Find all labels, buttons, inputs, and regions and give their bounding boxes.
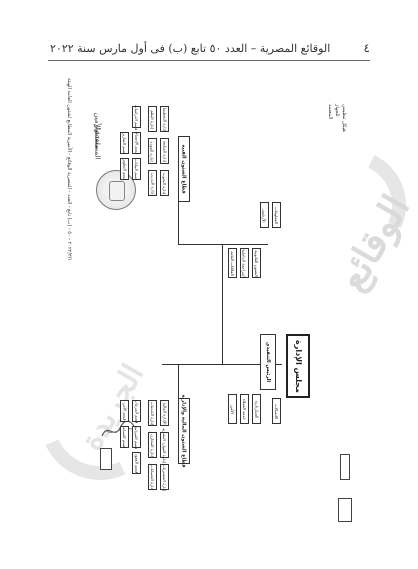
admin-section-node: قسم العقود [132, 452, 141, 474]
node-label: قسم الصيانة [122, 426, 127, 448]
node-label: العلاقات العامة [230, 250, 235, 276]
header-divider [48, 60, 370, 61]
node-label: إدارة التخطيط [162, 107, 167, 131]
node-label: إدارة الخدمات [150, 401, 156, 425]
technical-section-node: قسم التقارير [120, 132, 129, 154]
connector-line [178, 164, 179, 244]
gazette-title: الوقائع المصرية – العدد ٥٠ تابع (ب) فى أ… [50, 41, 331, 55]
connector-line [178, 244, 268, 245]
connector-line [178, 364, 179, 424]
admin-section-node: قسم الصيانة [120, 426, 129, 448]
admin-unit-node: الإدارة المالية [160, 400, 169, 426]
node-label: إدارة التدريب [150, 172, 156, 194]
admin-unit-node: إدارة المشتريات [160, 463, 169, 491]
node-label: إدارة الموارد البشرية [162, 427, 167, 463]
org-chart-note: هيكل تنظيمي للجهاز المعتمد [326, 104, 347, 132]
node-label: مجلس الإدارة [293, 339, 303, 393]
agency-logo-icon [340, 454, 350, 480]
ministry-logo-icon [100, 448, 112, 470]
staff-unit-node: العلاقات العامة [228, 248, 237, 278]
page-header: ٤ الوقائع المصرية – العدد ٥٠ تابع (ب) فى… [50, 38, 370, 58]
node-label: قسم الأمن [122, 402, 127, 420]
node-label: إدارة المشتريات [162, 463, 167, 491]
technical-unit-node: إدارة البحوث [160, 170, 169, 196]
node-label: الإدارة المالية [162, 401, 168, 425]
node-label: الشئون القانونية [254, 249, 260, 277]
admin-section-node: قسم المرتبات [132, 399, 141, 423]
staff-subunit-node: الاتصالات [272, 398, 281, 424]
technical-unit-node: إدارة الجودة [148, 138, 157, 164]
note-line: للجهاز [334, 104, 340, 117]
admin-sector-node: قطاع الشئون المالية والإدارية [178, 394, 190, 468]
rotated-footer-strip: ٢٠٢٢/٣/١ - ٥٠ - (ب) تابع - العدد - المصر… [66, 78, 72, 262]
node-label: قسم الميزانية [134, 425, 140, 449]
node-label: إدارة المتابعة [162, 140, 167, 162]
official-seal-icon [96, 170, 136, 210]
technical-unit-node: إدارة التخطيط [160, 106, 169, 132]
staff-subunit-node: الأرشيف [260, 202, 269, 228]
admin-unit-node: إدارة المخازن [148, 432, 157, 458]
connector-line [162, 364, 282, 365]
technical-sector-node: قطاع الشئون الفنية [178, 136, 190, 202]
page-number: ٤ [363, 41, 370, 55]
node-label: قطاع الشئون الفنية [181, 144, 188, 194]
admin-section-node: قسم الأمن [120, 400, 129, 422]
admin-unit-node: إدارة الموارد البشرية [160, 428, 169, 462]
staff-unit-node: خدمة العملاء [240, 394, 249, 424]
org-chart: مجلس الإدارة الرئيس التنفيذي الشئون القا… [92, 98, 312, 518]
staff-unit-node: السكرتارية [252, 394, 261, 424]
technical-section-node: قسم الإحصاء [132, 132, 141, 154]
node-label: الاتصالات [274, 403, 279, 419]
node-label: قسم البيانات [134, 158, 140, 180]
node-label: السكرتارية [254, 400, 259, 418]
node-label: المراجعة الداخلية [242, 248, 247, 278]
admin-unit-node: إدارة الحسابات [148, 464, 157, 490]
node-label: إدارة المخازن [150, 433, 155, 457]
staff-unit-node: المراجعة الداخلية [240, 248, 249, 278]
staff-subunit-node: المعلومات [272, 202, 281, 228]
technical-section-node: قسم البيانات [132, 158, 141, 180]
staff-unit-node: الأمن [228, 394, 237, 424]
node-label: قسم الإحصاء [134, 132, 140, 154]
note-line: هيكل تنظيمي [341, 104, 347, 132]
technical-unit-node: إدارة التدريب [148, 170, 157, 196]
node-label: قسم التطوير [122, 158, 127, 180]
node-label: إدارة البحوث [162, 172, 168, 194]
ceo-node: الرئيس التنفيذي [260, 334, 276, 390]
technical-unit-node: إدارة المتابعة [160, 138, 169, 164]
emblem-logo-icon [338, 498, 352, 522]
staff-unit-node: الشئون القانونية [252, 248, 261, 278]
node-label: إدارة النظم [150, 109, 156, 129]
board-of-directors-node: مجلس الإدارة [286, 334, 310, 398]
technical-section-node: قسم التطوير [120, 158, 129, 180]
node-label: إدارة الجودة [150, 140, 156, 162]
node-label: المعلومات [274, 206, 279, 224]
note-line: المعتمد [327, 104, 333, 120]
node-label: الرئيس التنفيذي [265, 341, 271, 383]
node-label: الأمن [230, 404, 235, 414]
technical-unit-node: إدارة النظم [148, 106, 157, 132]
node-label: إدارة الحسابات [150, 464, 156, 490]
node-label: قسم التقارير [122, 132, 128, 154]
connector-line [222, 244, 223, 364]
node-label: قسم المرتبات [134, 399, 140, 423]
node-label: خدمة العملاء [242, 398, 248, 420]
node-label: قطاع الشئون المالية والإدارية [181, 394, 188, 468]
admin-unit-node: إدارة الخدمات [148, 400, 157, 426]
node-label: الأرشيف [262, 207, 267, 223]
node-label: قسم الدراسات [134, 104, 140, 130]
node-label: قسم العقود [134, 453, 140, 473]
admin-section-node: قسم الميزانية [132, 425, 141, 449]
technical-section-node: قسم الدراسات [132, 104, 141, 130]
